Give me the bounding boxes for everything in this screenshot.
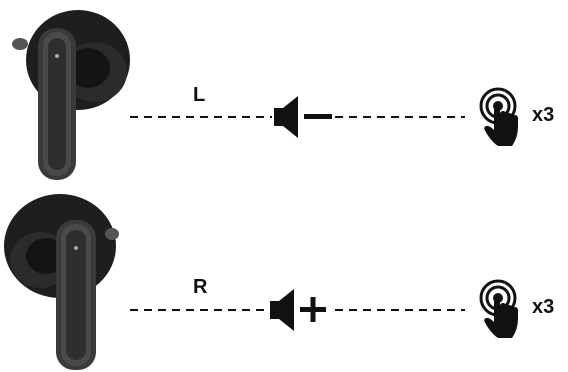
instruction-row-left: L x3: [12, 10, 555, 180]
earbud-right-icon: [4, 194, 119, 370]
touch-tap-icon: [479, 279, 518, 338]
tap-count-right: x3: [532, 296, 555, 318]
instruction-row-right: R x3: [0, 186, 568, 372]
speaker-icon: [274, 96, 298, 138]
tap-count-left: x3: [532, 104, 555, 126]
earbud-left-icon: [12, 10, 130, 180]
speaker-icon: [270, 289, 294, 331]
side-label-right: R: [193, 276, 208, 298]
plus-icon: [300, 297, 326, 322]
touch-tap-icon: [479, 87, 518, 146]
side-label-left: L: [193, 84, 206, 106]
minus-icon: [304, 114, 332, 119]
